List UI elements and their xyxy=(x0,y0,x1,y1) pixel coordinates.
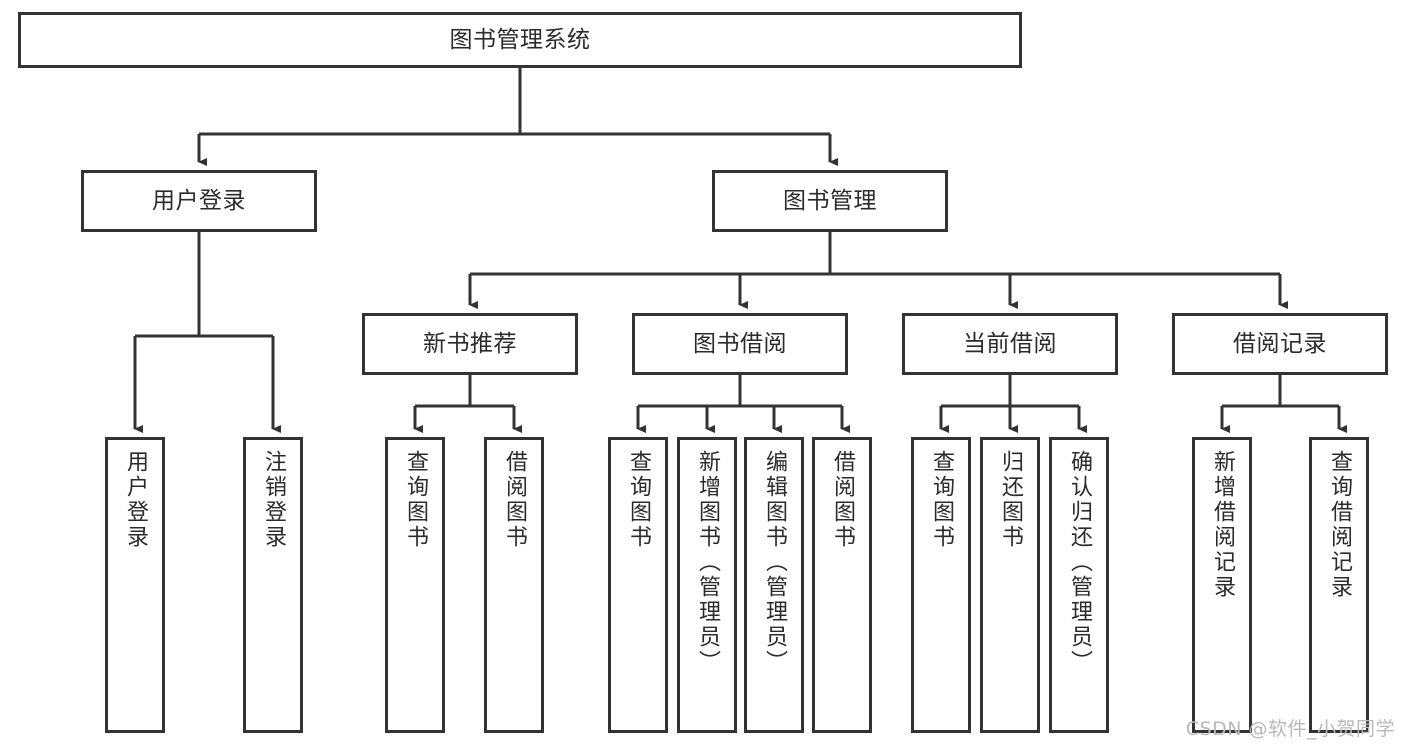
node-leaf-borrow-query-book[interactable]: 查询图书 xyxy=(608,437,668,733)
node-label: 图书管理 xyxy=(783,187,877,214)
node-label: 图书管理系统 xyxy=(449,26,591,53)
node-leaf-recommend-borrow-book[interactable]: 借阅图书 xyxy=(484,437,544,733)
node-label: 归还图书 xyxy=(998,450,1023,550)
node-leaf-recommend-query-book[interactable]: 查询图书 xyxy=(385,437,445,733)
node-leaf-current-query-book[interactable]: 查询图书 xyxy=(911,437,971,733)
node-label: 用户登录 xyxy=(123,450,148,550)
node-current-borrow[interactable]: 当前借阅 xyxy=(902,313,1118,375)
node-label: 查询图书 xyxy=(403,450,428,550)
node-borrow-record[interactable]: 借阅记录 xyxy=(1172,313,1388,375)
node-leaf-borrow-borrow-book[interactable]: 借阅图书 xyxy=(812,437,872,733)
node-leaf-record-query[interactable]: 查询借阅记录 xyxy=(1309,437,1369,733)
node-label: 用户登录 xyxy=(152,187,246,214)
node-user-login[interactable]: 用户登录 xyxy=(81,170,317,232)
node-label: 新书推荐 xyxy=(423,330,517,357)
node-leaf-current-confirm-return[interactable]: 确认归还（管理员） xyxy=(1049,437,1109,733)
node-leaf-user-login[interactable]: 用户登录 xyxy=(105,437,165,733)
watermark: CSDN @软件_小贺同学 xyxy=(1185,718,1395,740)
node-label: 借阅记录 xyxy=(1233,330,1327,357)
node-label: 查询图书 xyxy=(929,450,954,550)
node-label: 查询借阅记录 xyxy=(1327,450,1352,600)
node-label: 查询图书 xyxy=(626,450,651,550)
node-leaf-current-return-book[interactable]: 归还图书 xyxy=(980,437,1040,733)
node-leaf-borrow-edit-book[interactable]: 编辑图书（管理员） xyxy=(744,437,804,733)
node-label: 图书借阅 xyxy=(693,330,787,357)
node-leaf-borrow-add-book[interactable]: 新增图书（管理员） xyxy=(677,437,737,733)
node-label: 当前借阅 xyxy=(963,330,1057,357)
node-label: 新增借阅记录 xyxy=(1210,450,1235,600)
node-label: 新增图书（管理员） xyxy=(695,450,720,675)
node-leaf-record-add[interactable]: 新增借阅记录 xyxy=(1192,437,1252,733)
node-label: 注销登录 xyxy=(261,450,286,550)
node-label: 借阅图书 xyxy=(830,450,855,550)
node-leaf-user-logout[interactable]: 注销登录 xyxy=(243,437,303,733)
node-book-borrow[interactable]: 图书借阅 xyxy=(632,313,848,375)
node-book-management[interactable]: 图书管理 xyxy=(712,170,948,232)
node-root-system[interactable]: 图书管理系统 xyxy=(18,12,1022,68)
node-new-book-recommend[interactable]: 新书推荐 xyxy=(362,313,578,375)
node-label: 编辑图书（管理员） xyxy=(762,450,787,675)
node-label: 确认归还（管理员） xyxy=(1067,450,1092,675)
node-label: 借阅图书 xyxy=(502,450,527,550)
